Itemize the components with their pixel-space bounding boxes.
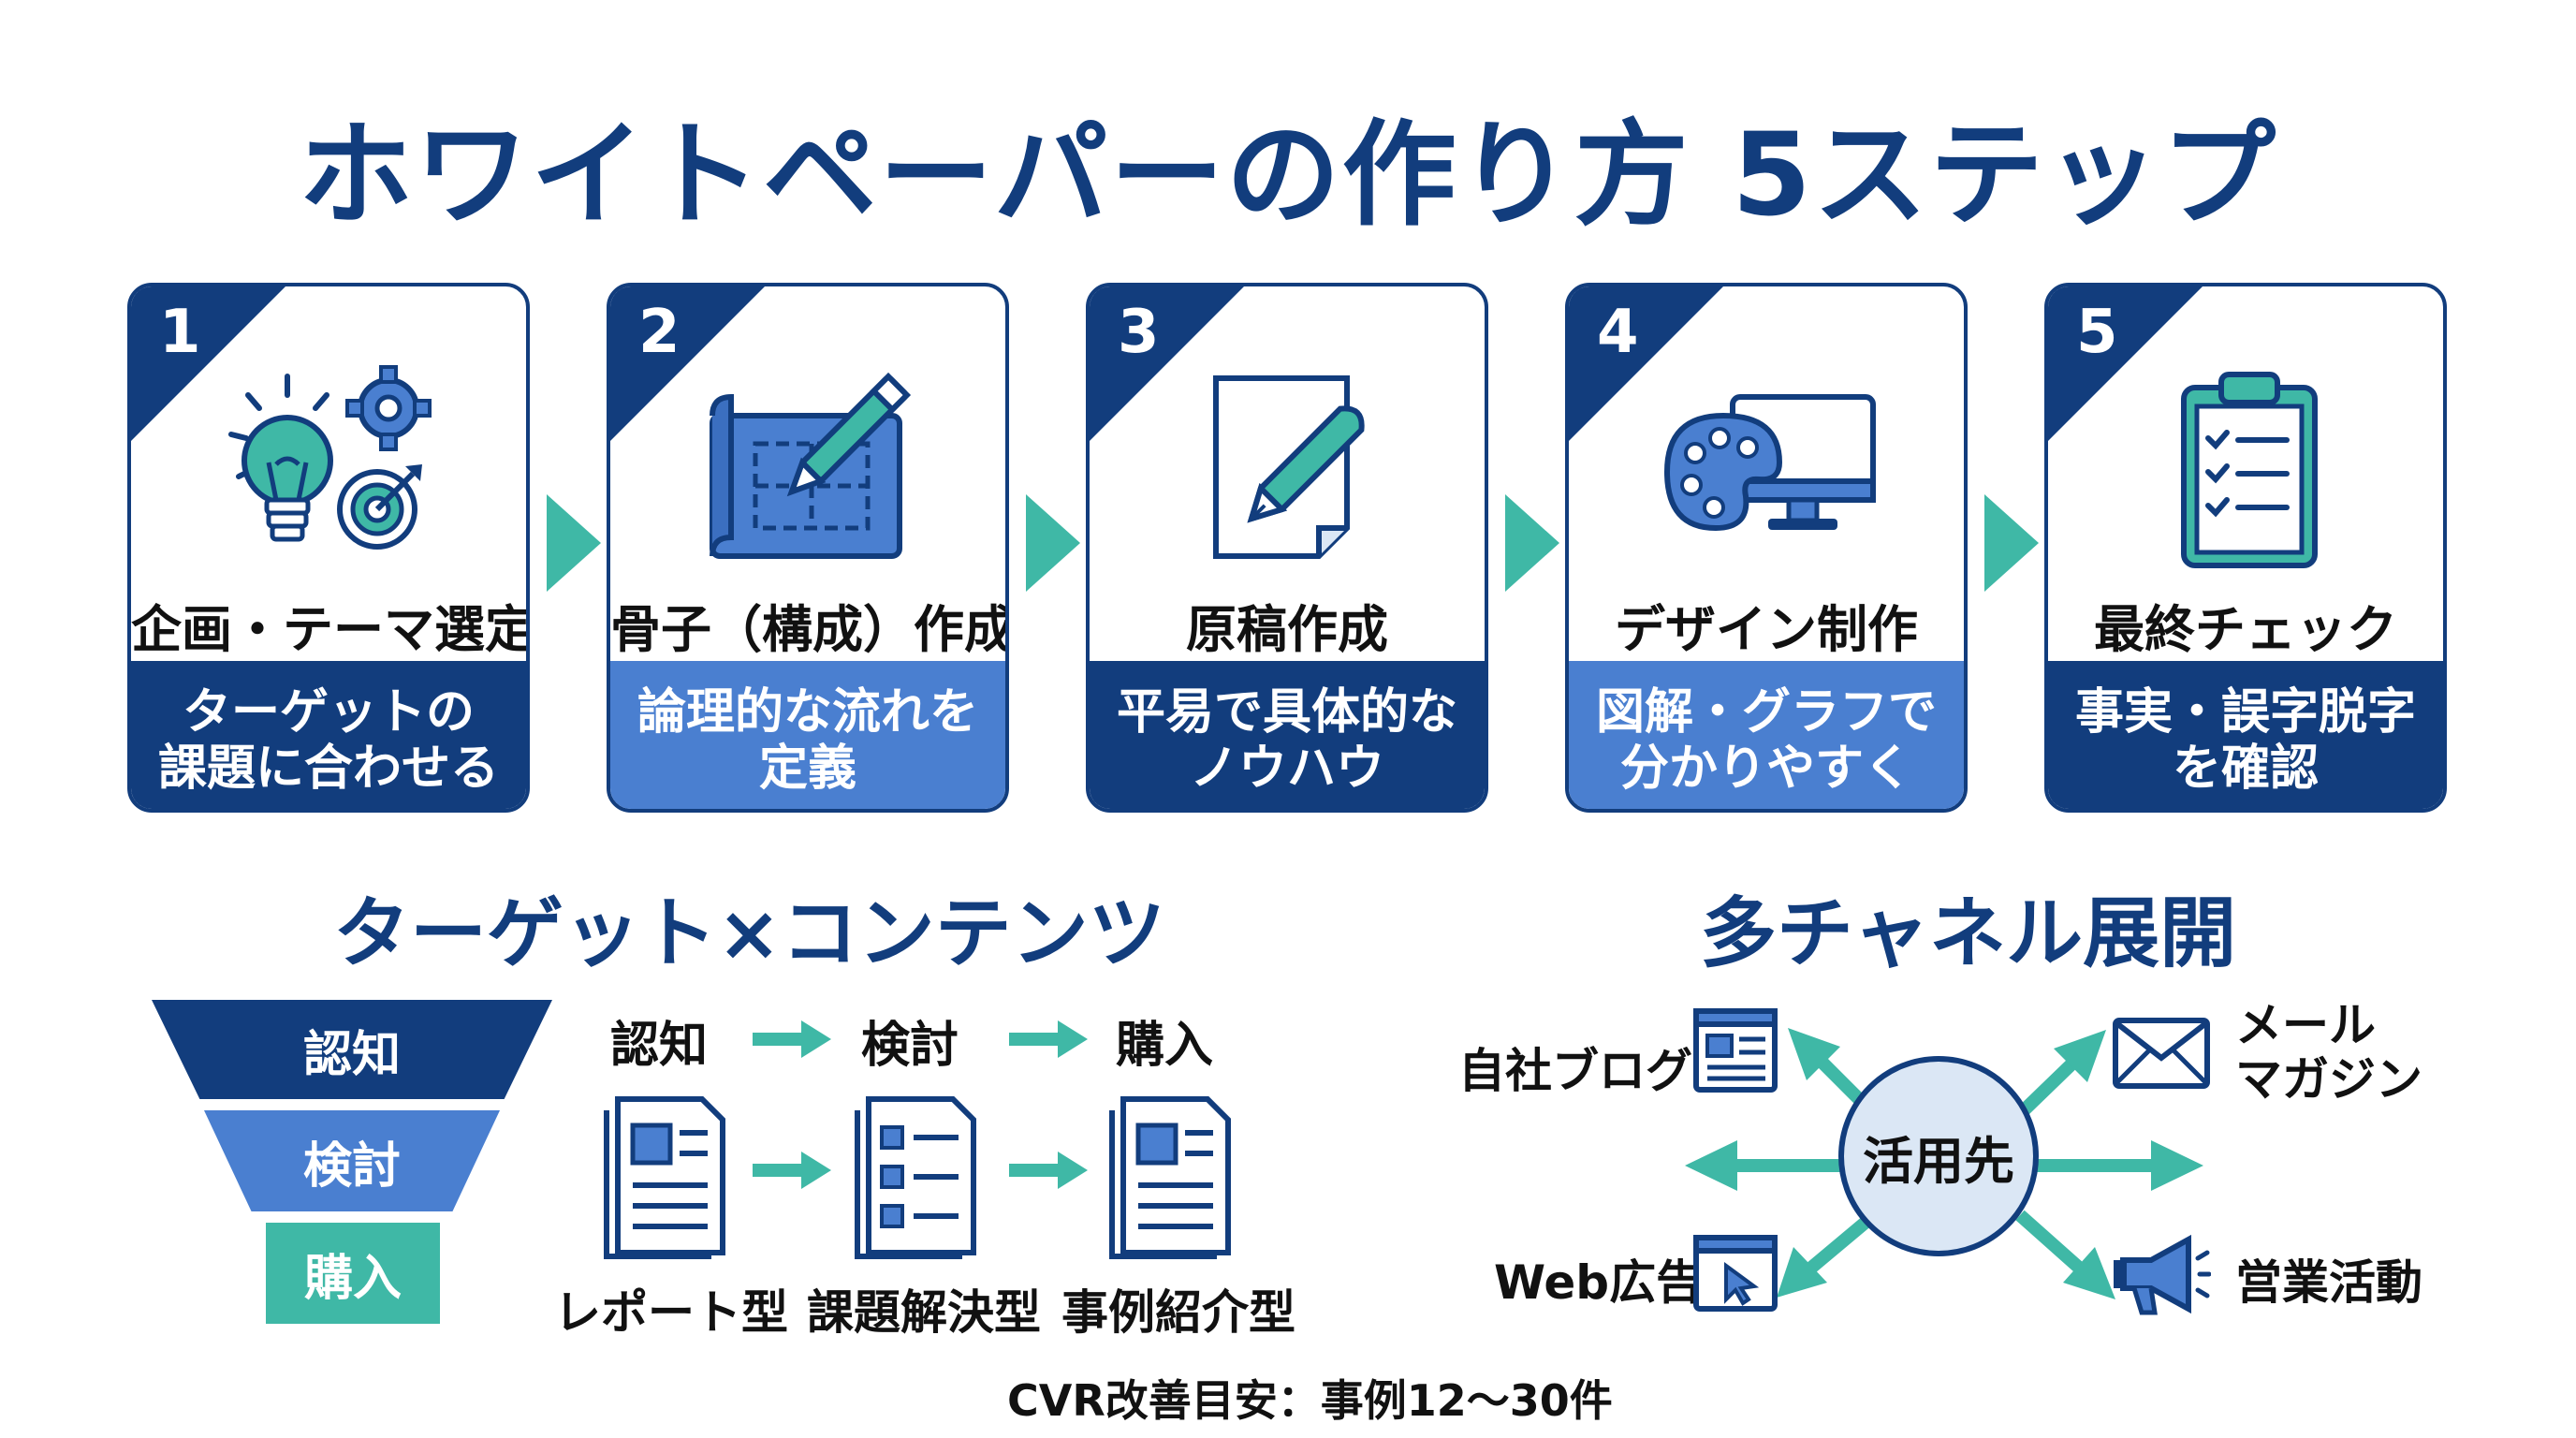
step-title: 最終チェック bbox=[2094, 600, 2397, 659]
doc-type-problem-solving: 課題解決型 bbox=[807, 1285, 1041, 1340]
step-title: 原稿作成 bbox=[1186, 600, 1388, 659]
channel-mail-line1: メール bbox=[2235, 998, 2376, 1052]
stage-label-consideration: 検討 bbox=[861, 1018, 959, 1074]
funnel-consideration: 検討 bbox=[204, 1110, 500, 1211]
arrow-right-icon bbox=[1009, 1152, 1088, 1189]
arrow-right-icon bbox=[753, 1152, 831, 1189]
hub-circle: 活用先 bbox=[1838, 1056, 2039, 1256]
step-card-4: 4 デザイン制作 図解・グラフで 分かりやすく bbox=[1565, 283, 1968, 813]
step-number: 4 bbox=[1597, 298, 1639, 367]
step-description: ターゲットの 課題に合わせる bbox=[131, 661, 526, 809]
page-title: ホワイトペーパーの作り方 5ステップ bbox=[298, 109, 2278, 242]
step-description: 事実・誤字脱字 を確認 bbox=[2048, 661, 2443, 809]
mail-envelope-icon bbox=[2113, 1018, 2210, 1089]
step-desc-line1: 平易で具体的な bbox=[1116, 684, 1457, 741]
step-desc-line2: 分かりやすく bbox=[1619, 741, 1912, 797]
doc-type-report: レポート型 bbox=[554, 1285, 788, 1340]
report-document-icon bbox=[604, 1096, 725, 1259]
step-desc-line1: 論理的な流れを bbox=[637, 684, 978, 741]
target-section-title: ターゲット×コンテンツ bbox=[333, 889, 1165, 978]
channel-sales-label: 営業活動 bbox=[2235, 1255, 2422, 1310]
step-card-5: 5 最終チェック 事実・誤字脱字 を確認 bbox=[2044, 283, 2447, 813]
channel-mail-label: メール マガジン bbox=[2235, 998, 2422, 1107]
channel-blog-label: 自社ブログ bbox=[1458, 1044, 1692, 1098]
step-desc-line2: を確認 bbox=[2172, 741, 2319, 797]
chevron-right-icon bbox=[1026, 494, 1080, 592]
problem-solving-document-icon bbox=[855, 1096, 976, 1259]
step-number: 5 bbox=[2076, 298, 2118, 367]
chevron-right-icon bbox=[547, 494, 601, 592]
clipboard-checklist-icon bbox=[2181, 372, 2318, 568]
step-desc-line1: ターゲットの bbox=[182, 684, 475, 741]
channel-mail-line2: マガジン bbox=[2235, 1052, 2422, 1107]
step-desc-line2: 定義 bbox=[758, 741, 856, 797]
step-description: 図解・グラフで 分かりやすく bbox=[1569, 661, 1964, 809]
step-desc-line1: 事実・誤字脱字 bbox=[2074, 684, 2416, 741]
stage-label-awareness: 認知 bbox=[610, 1018, 709, 1074]
funnel-awareness: 認知 bbox=[152, 1000, 552, 1099]
document-pen-icon bbox=[1213, 375, 1365, 559]
channel-section-title: 多チャネル展開 bbox=[1700, 889, 2237, 978]
chevron-right-icon bbox=[1984, 494, 2039, 592]
step-number: 1 bbox=[159, 298, 201, 367]
blog-browser-icon bbox=[1693, 1008, 1778, 1093]
lightbulb-gear-target-icon bbox=[228, 365, 432, 550]
palette-monitor-icon bbox=[1663, 394, 1876, 532]
step-title: 骨子（構成）作成 bbox=[610, 600, 1009, 659]
step-title: デザイン制作 bbox=[1615, 600, 1918, 659]
cvr-note: CVR改善目安：事例12〜30件 bbox=[1007, 1375, 1613, 1426]
case-study-document-icon bbox=[1109, 1096, 1231, 1259]
arrow-right-icon bbox=[753, 1020, 831, 1058]
step-card-2: 2 骨子（構成）作成 論理的な流れを 定義 bbox=[607, 283, 1009, 813]
step-card-3: 3 原稿作成 平易で具体的な ノウハウ bbox=[1086, 283, 1488, 813]
step-number: 2 bbox=[638, 298, 681, 367]
doc-type-case-study: 事例紹介型 bbox=[1061, 1285, 1295, 1340]
step-desc-line2: 課題に合わせる bbox=[157, 741, 499, 797]
step-desc-line1: 図解・グラフで bbox=[1595, 684, 1937, 741]
blueprint-pencil-icon bbox=[710, 372, 912, 559]
channel-web-ad-label: Web広告 bbox=[1494, 1255, 1704, 1310]
arrow-right-icon bbox=[1009, 1020, 1088, 1058]
step-description: 平易で具体的な ノウハウ bbox=[1090, 661, 1485, 809]
step-number: 3 bbox=[1118, 298, 1160, 367]
step-card-1: 1 bbox=[127, 283, 530, 813]
stage-label-purchase: 購入 bbox=[1116, 1018, 1214, 1074]
channel-arrows bbox=[1685, 1028, 2203, 1299]
web-ad-browser-icon bbox=[1693, 1235, 1778, 1312]
megaphone-icon bbox=[2114, 1234, 2211, 1315]
step-title: 企画・テーマ選定 bbox=[131, 600, 530, 659]
step-desc-line2: ノウハウ bbox=[1189, 741, 1384, 797]
chevron-right-icon bbox=[1505, 494, 1559, 592]
step-description: 論理的な流れを 定義 bbox=[610, 661, 1005, 809]
funnel-purchase: 購入 bbox=[266, 1223, 440, 1324]
